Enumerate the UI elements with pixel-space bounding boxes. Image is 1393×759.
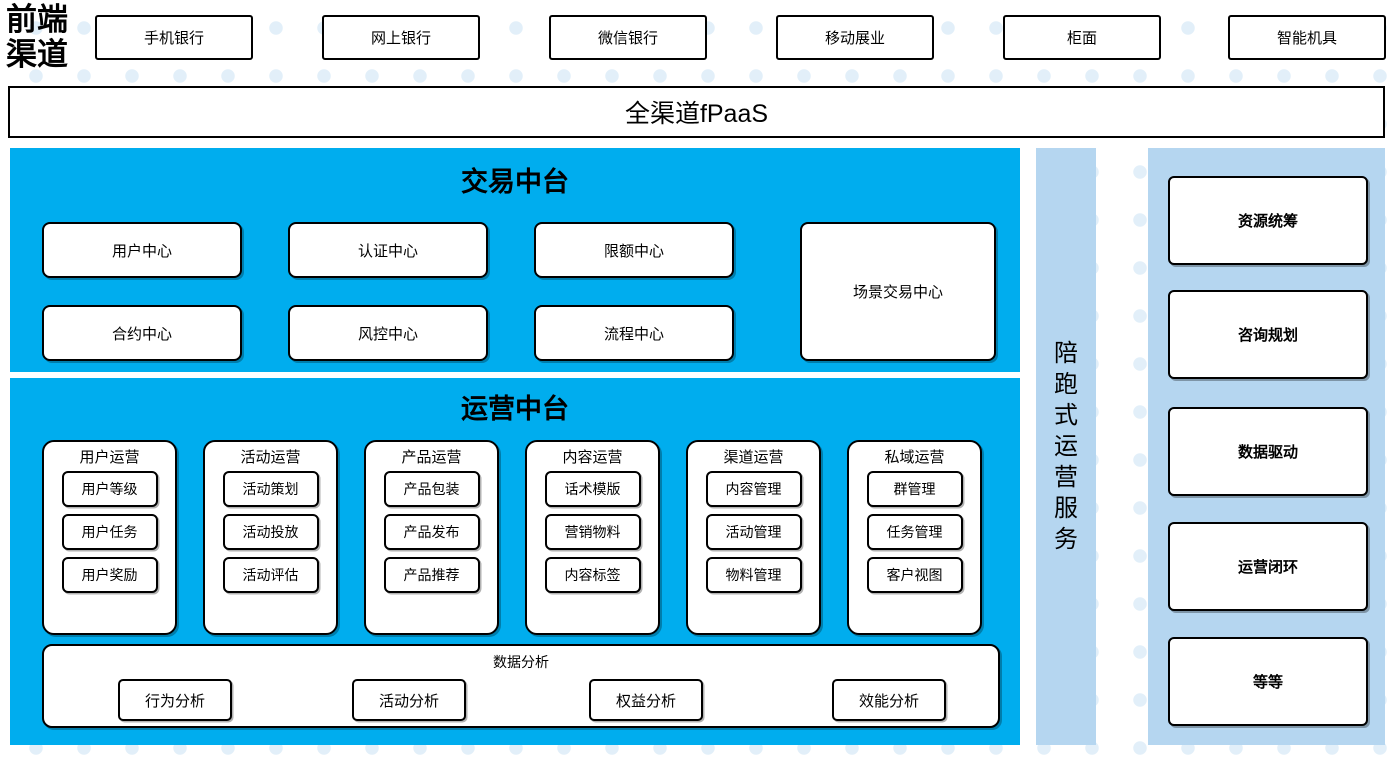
ops-item[interactable]: 用户等级	[61, 471, 158, 507]
ops-column-private-domain[interactable]: 私域运营 群管理 任务管理 客户视图	[847, 440, 982, 635]
ops-column-title: 用户运营	[79, 449, 140, 466]
ops-item[interactable]: 产品包装	[383, 471, 480, 507]
ops-item[interactable]: 用户任务	[61, 514, 158, 550]
ops-item[interactable]: 客户视图	[866, 557, 963, 593]
ops-column-title: 渠道运营	[723, 449, 784, 466]
pillar-box-data-driven[interactable]: 数据驱动	[1168, 407, 1368, 496]
ops-column-title: 内容运营	[562, 449, 623, 466]
trade-card-process-center[interactable]: 流程中心	[534, 305, 734, 361]
trade-card-user-center[interactable]: 用户中心	[42, 222, 242, 278]
ops-item[interactable]: 话术模版	[544, 471, 641, 507]
analysis-box-benefit[interactable]: 权益分析	[589, 679, 703, 721]
trade-card-label: 场景交易中心	[852, 284, 943, 301]
channel-label: 网上银行	[370, 30, 431, 47]
ops-column-title: 产品运营	[401, 449, 462, 466]
pillar-box-resource-coordination[interactable]: 资源统筹	[1168, 176, 1368, 265]
trade-card-label: 流程中心	[603, 325, 664, 343]
ops-platform-title: 运营中台	[461, 394, 569, 424]
service-pillars-panel: 资源统筹 咨询规划 数据驱动 运营闭环 等等	[1148, 148, 1385, 745]
data-analysis-container: 数据分析 行为分析 活动分析 权益分析 效能分析	[42, 644, 1000, 728]
channel-box-smart-machine[interactable]: 智能机具	[1228, 15, 1386, 60]
trade-card-limit-center[interactable]: 限额中心	[534, 222, 734, 278]
ops-item[interactable]: 产品发布	[383, 514, 480, 550]
analysis-box-efficiency[interactable]: 效能分析	[832, 679, 946, 721]
channel-label: 移动展业	[824, 30, 885, 47]
channel-box-counter[interactable]: 柜面	[1003, 15, 1161, 60]
accompanying-service-label: 陪跑式运营服务	[1054, 340, 1078, 553]
analysis-box-behavior[interactable]: 行为分析	[118, 679, 232, 721]
ops-platform-panel: 运营中台 用户运营 用户等级 用户任务 用户奖励 活动运营 活动策划 活动投放 …	[10, 378, 1020, 745]
pillar-box-ops-closed-loop[interactable]: 运营闭环	[1168, 522, 1368, 611]
ops-column-content[interactable]: 内容运营 话术模版 营销物料 内容标签	[525, 440, 660, 635]
trade-card-auth-center[interactable]: 认证中心	[288, 222, 488, 278]
trade-card-label: 合约中心	[111, 325, 172, 343]
fpaas-label: 全渠道fPaaS	[624, 100, 769, 128]
analysis-box-activity[interactable]: 活动分析	[352, 679, 466, 721]
channel-label: 柜面	[1066, 30, 1097, 47]
ops-column-title: 私域运营	[884, 449, 945, 466]
ops-item[interactable]: 内容标签	[544, 557, 641, 593]
channel-label: 微信银行	[597, 30, 658, 47]
trade-card-label: 限额中心	[603, 242, 664, 260]
channel-box-mobile-business[interactable]: 移动展业	[776, 15, 934, 60]
trade-card-label: 认证中心	[357, 242, 418, 260]
ops-item[interactable]: 用户奖励	[61, 557, 158, 593]
accompanying-service-panel: 陪跑式运营服务	[1036, 148, 1096, 745]
ops-item[interactable]: 内容管理	[705, 471, 802, 507]
channel-label: 手机银行	[143, 30, 204, 47]
ops-item[interactable]: 活动投放	[222, 514, 319, 550]
trade-card-contract-center[interactable]: 合约中心	[42, 305, 242, 361]
ops-column-activity[interactable]: 活动运营 活动策划 活动投放 活动评估	[203, 440, 338, 635]
ops-item[interactable]: 营销物料	[544, 514, 641, 550]
trade-card-label: 风控中心	[357, 325, 418, 343]
pillar-box-etc[interactable]: 等等	[1168, 637, 1368, 726]
ops-column-product[interactable]: 产品运营 产品包装 产品发布 产品推荐	[364, 440, 499, 635]
data-analysis-title: 数据分析	[493, 654, 549, 670]
ops-item[interactable]: 群管理	[866, 471, 963, 507]
trade-platform-title: 交易中台	[461, 167, 569, 197]
pillar-box-consulting-planning[interactable]: 咨询规划	[1168, 290, 1368, 379]
ops-item[interactable]: 活动管理	[705, 514, 802, 550]
ops-column-title: 活动运营	[240, 449, 301, 466]
frontend-channel-label: 前端渠道	[6, 2, 68, 72]
trade-card-risk-center[interactable]: 风控中心	[288, 305, 488, 361]
channel-label: 智能机具	[1276, 30, 1337, 47]
fpaas-banner[interactable]: 全渠道fPaaS	[8, 86, 1385, 138]
ops-item[interactable]: 活动策划	[222, 471, 319, 507]
ops-item[interactable]: 任务管理	[866, 514, 963, 550]
trade-platform-panel: 交易中台 用户中心 认证中心 限额中心 场景交易中心 合约中心 风控中心 流程中…	[10, 148, 1020, 372]
channel-box-mobile-bank[interactable]: 手机银行	[95, 15, 253, 60]
ops-item[interactable]: 活动评估	[222, 557, 319, 593]
trade-card-scenario-trade-center[interactable]: 场景交易中心	[800, 222, 996, 361]
channel-box-wechat-bank[interactable]: 微信银行	[549, 15, 707, 60]
ops-column-user[interactable]: 用户运营 用户等级 用户任务 用户奖励	[42, 440, 177, 635]
channel-box-online-bank[interactable]: 网上银行	[322, 15, 480, 60]
ops-item[interactable]: 物料管理	[705, 557, 802, 593]
ops-item[interactable]: 产品推荐	[383, 557, 480, 593]
trade-card-label: 用户中心	[111, 242, 172, 260]
ops-column-channel[interactable]: 渠道运营 内容管理 活动管理 物料管理	[686, 440, 821, 635]
